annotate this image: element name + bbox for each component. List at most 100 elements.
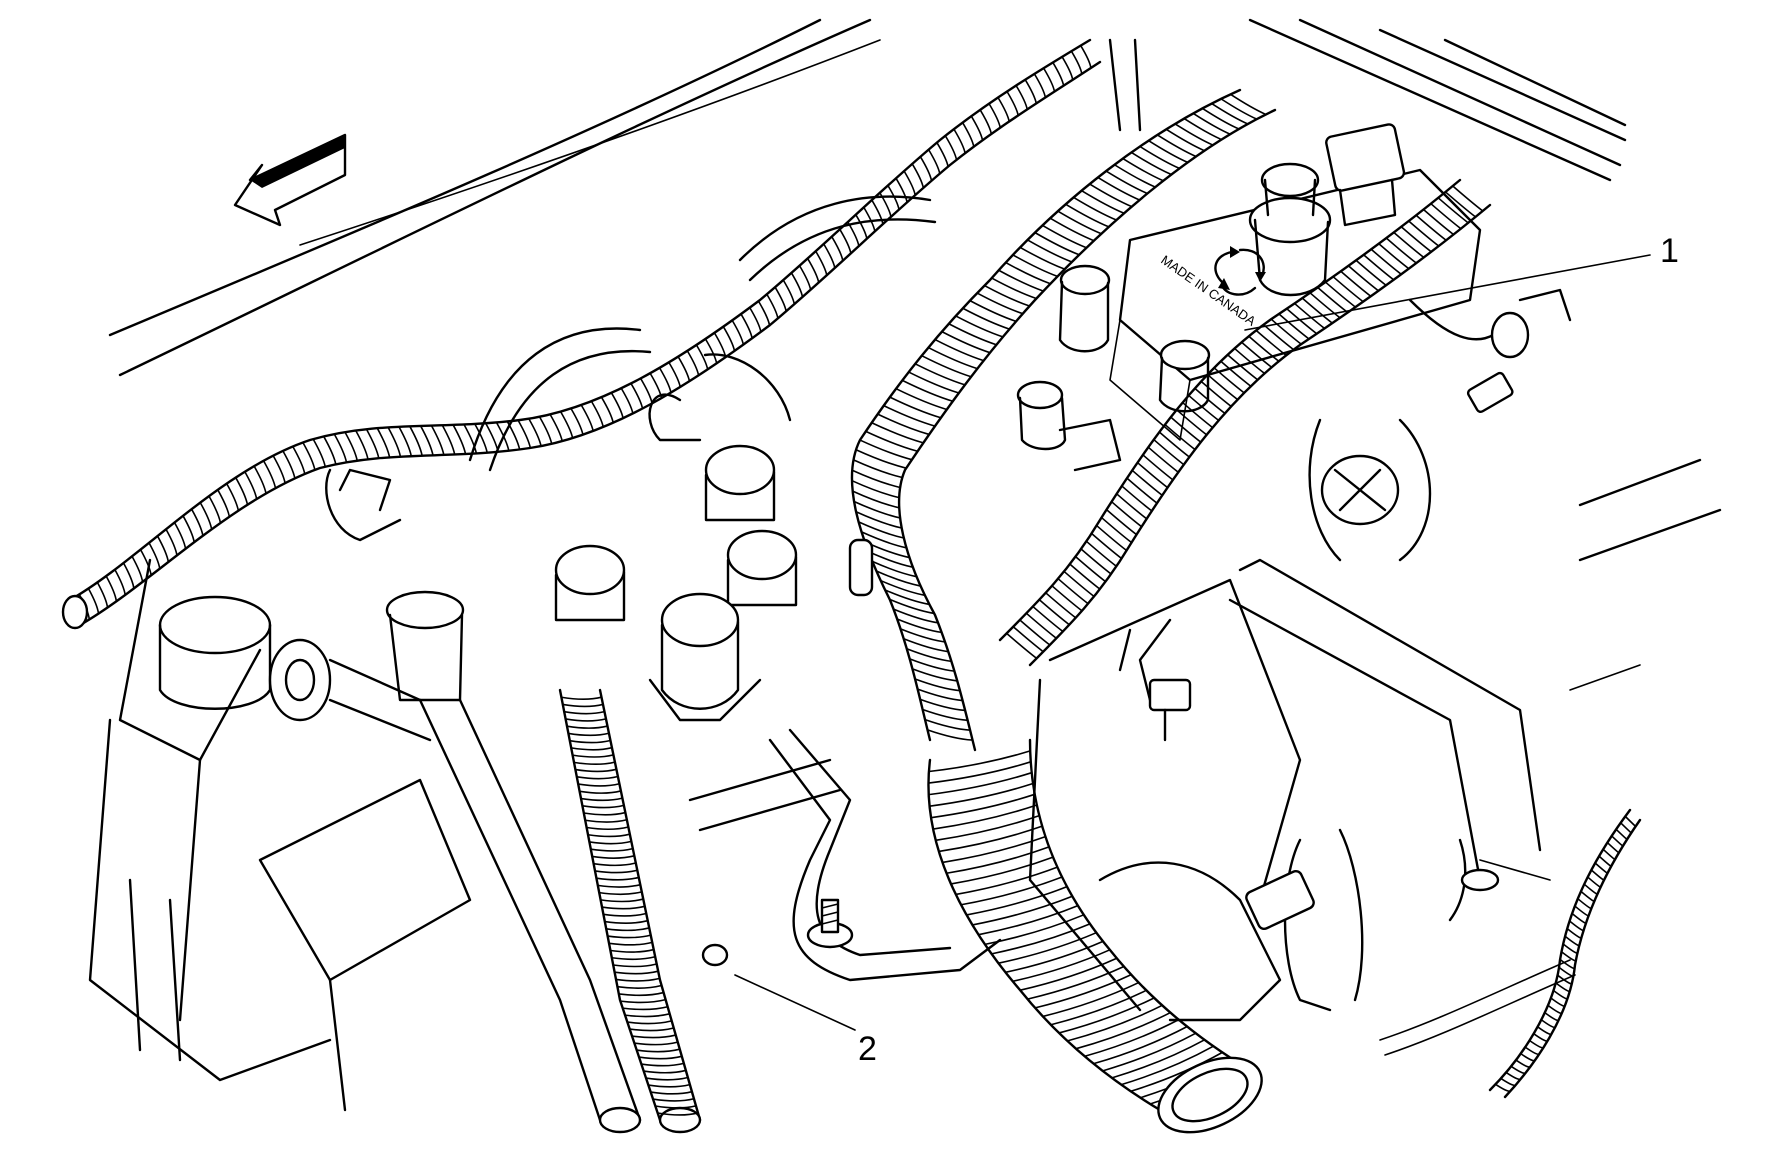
- harness-rib: [1174, 123, 1214, 146]
- harness-rib: [1192, 112, 1231, 135]
- harness-rib: [333, 433, 348, 464]
- duct-rib: [928, 750, 1031, 773]
- harness-rib: [387, 426, 402, 458]
- harness-rib: [528, 417, 542, 447]
- tube-rib: [645, 1076, 689, 1081]
- tube-rib: [613, 970, 659, 975]
- harness-rib: [903, 170, 916, 196]
- harness-rib: [1226, 353, 1259, 381]
- harness-rib: [908, 658, 956, 672]
- air-intake-duct: [927, 738, 1263, 1134]
- harness-rib: [887, 184, 900, 211]
- harness-rib: [1052, 61, 1065, 87]
- harness-rib: [344, 431, 359, 462]
- harness-rib: [806, 257, 820, 284]
- harness-rib: [1444, 191, 1477, 218]
- wire-rib: [1615, 828, 1628, 841]
- harness-rib: [962, 307, 1011, 330]
- duct-rib: [1019, 957, 1118, 991]
- harness-rib: [610, 392, 624, 419]
- wire-rib: [1562, 943, 1579, 955]
- duct-rib: [960, 876, 1063, 906]
- harness-rib: [182, 515, 195, 544]
- harness-rib: [1049, 217, 1095, 242]
- harness-rib: [1070, 50, 1083, 75]
- wire-rib: [1552, 989, 1569, 1000]
- harness-rib: [1309, 292, 1341, 319]
- harness-rib: [253, 465, 267, 495]
- duct-rib: [1011, 949, 1111, 983]
- tube-rib: [569, 739, 612, 744]
- harness-rib: [1105, 508, 1138, 536]
- duct-rib: [930, 793, 1036, 819]
- harness-rib: [262, 459, 277, 489]
- harness-rib: [879, 579, 926, 597]
- harness-rib: [148, 542, 161, 570]
- harness-rib: [190, 508, 204, 537]
- tube-rib: [587, 833, 631, 838]
- harness-rib: [1061, 55, 1074, 81]
- tube-rib: [628, 1027, 675, 1032]
- harness-rib: [495, 421, 510, 452]
- wire-rib: [1586, 876, 1602, 889]
- tube-rib: [560, 696, 603, 701]
- harness-rib: [517, 419, 532, 449]
- tube-rib: [608, 941, 654, 946]
- harness-rib: [1430, 202, 1462, 230]
- harness-rib: [1057, 577, 1089, 605]
- tube-rib: [647, 1083, 691, 1088]
- harness-rib: [398, 425, 413, 457]
- left-wiring-harness: [61, 38, 1142, 630]
- harness-rib: [1240, 341, 1273, 369]
- harness-rib: [538, 415, 553, 445]
- duct-rib: [1066, 1004, 1164, 1042]
- wire-rib: [1559, 958, 1576, 970]
- harness-rib: [1080, 189, 1125, 215]
- duct-rib: [955, 866, 1059, 896]
- harness-rib: [969, 299, 1017, 323]
- tube-rib: [578, 790, 622, 794]
- harness-rib: [748, 306, 762, 333]
- harness-rib: [272, 454, 286, 484]
- harness-rib: [1090, 532, 1123, 560]
- made-in-canada-stamp: MADE IN CANADA: [1158, 252, 1259, 329]
- harness-rib: [895, 387, 948, 411]
- tube-rib: [642, 1069, 687, 1074]
- harness-rib: [875, 570, 922, 587]
- harness-rib: [1220, 360, 1252, 388]
- harness-rib: [851, 490, 901, 509]
- harness-rib: [1156, 134, 1197, 158]
- harness-rib: [1012, 625, 1045, 653]
- tube-rib: [583, 811, 627, 816]
- wire-rib: [1580, 890, 1596, 903]
- harness-rib: [1164, 423, 1196, 451]
- wire-rib: [1510, 1065, 1527, 1075]
- harness-rib: [441, 424, 456, 456]
- harness-rib: [292, 445, 306, 475]
- harness-rib: [1415, 214, 1447, 242]
- harness-rib: [1385, 237, 1418, 264]
- tube-rib: [626, 1020, 673, 1025]
- harness-rib: [1152, 438, 1185, 466]
- wire-rib: [1547, 1004, 1563, 1015]
- harness-rib: [855, 510, 903, 529]
- harness-rib: [782, 279, 796, 306]
- wire-rib: [1536, 1026, 1553, 1036]
- harness-rib: [1175, 409, 1208, 436]
- harness-rib: [1015, 84, 1029, 111]
- harness-rib: [1355, 259, 1387, 287]
- harness-rib: [871, 199, 884, 225]
- harness-rib: [907, 371, 960, 394]
- harness-rib: [1332, 275, 1364, 303]
- harness-rib: [871, 560, 918, 578]
- wire-rib: [1550, 997, 1566, 1008]
- harness-rib: [139, 548, 152, 577]
- harness-rib: [882, 404, 936, 427]
- harness-rib: [1012, 254, 1059, 278]
- harness-rib: [855, 213, 868, 240]
- harness-rib: [921, 708, 969, 722]
- wire-rib: [1556, 974, 1573, 985]
- harness-rib: [114, 568, 126, 596]
- harness-rib: [1051, 585, 1083, 612]
- harness-rib: [997, 96, 1010, 123]
